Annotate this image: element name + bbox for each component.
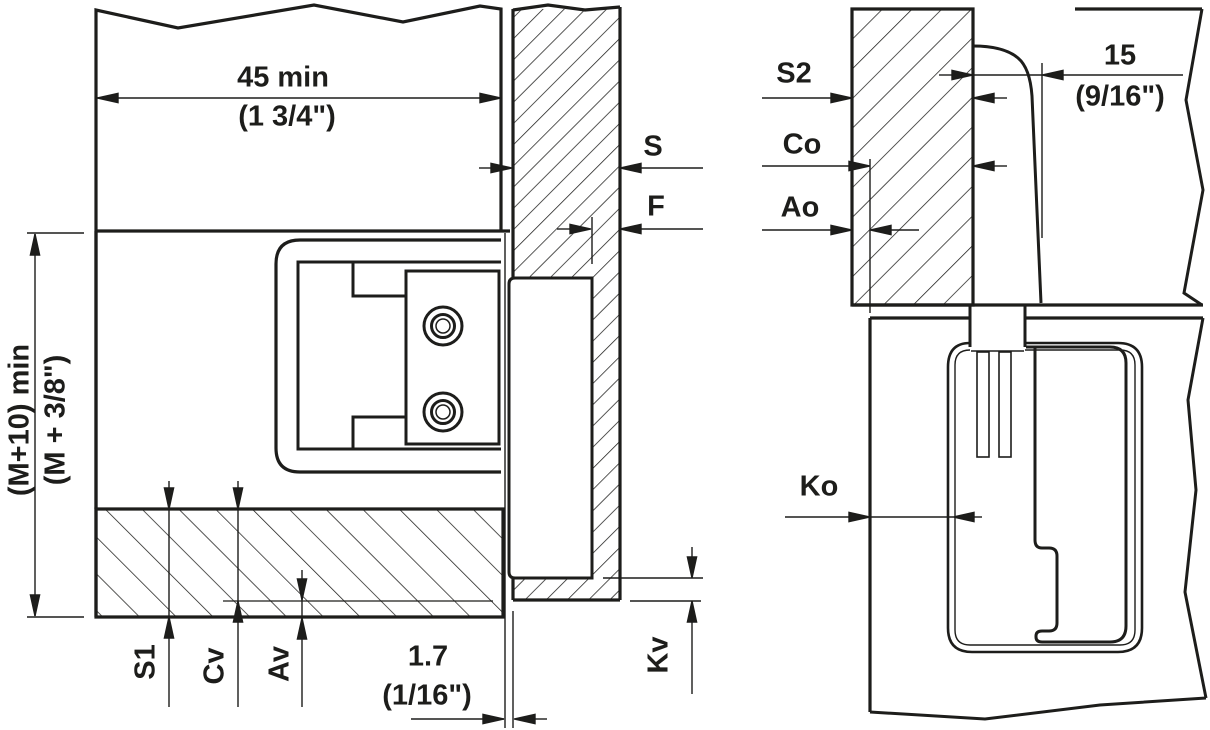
cup-pin-left — [976, 351, 990, 458]
cabinet-panel-outline — [94, 3, 503, 509]
lower-panel-break-right — [1183, 317, 1208, 699]
bottom-panel-outline — [94, 507, 505, 619]
label-kv: Kv — [642, 636, 675, 674]
label-gap-metric: 1.7 — [407, 640, 449, 673]
dim-m10 — [27, 232, 84, 618]
dim-s1 — [163, 481, 175, 707]
label-protrusion-imperial: (9/16") — [1075, 80, 1165, 113]
dim-45min — [96, 92, 502, 104]
cup-inner-outline — [954, 349, 1136, 646]
door-panel-hatch — [513, 9, 620, 600]
dim-f — [557, 217, 703, 264]
screw-top — [422, 305, 464, 347]
hinge-arm-inner — [296, 260, 501, 451]
screw-bottom — [422, 391, 464, 433]
label-gap-imperial: (1/16") — [382, 679, 472, 712]
mounting-plate — [404, 269, 501, 446]
label-ao: Ao — [780, 191, 820, 224]
hinge-arm-step-top — [351, 262, 406, 298]
side-section-view — [762, 7, 1208, 721]
dim-s — [479, 162, 703, 174]
dim-co — [762, 159, 1007, 313]
label-s2: S2 — [776, 57, 812, 90]
bottom-panel-hatch — [96, 509, 503, 617]
front-section-view — [27, 3, 703, 728]
label-height-metric: (M+10) min — [3, 343, 36, 497]
dim-ko — [785, 511, 982, 523]
dim-gap17 — [411, 233, 547, 728]
dim-ao — [762, 224, 919, 236]
hinge-cap-outline — [972, 44, 1043, 304]
label-width-metric: 45 min — [237, 61, 329, 94]
label-av: Av — [263, 646, 296, 682]
cup-pin-right — [998, 351, 1012, 458]
rear-panel-break-upper — [1182, 8, 1205, 307]
lower-panel-break-bottom — [869, 696, 1207, 721]
label-width-imperial: (1 3/4") — [238, 100, 336, 133]
cup-profile — [1026, 345, 1128, 644]
dim-av — [296, 570, 308, 707]
dim-s2 — [762, 92, 1007, 104]
side-door-hatch — [852, 9, 973, 305]
label-s1: S1 — [129, 644, 162, 680]
cup-outer-outline — [946, 341, 1144, 654]
label-ko: Ko — [799, 470, 839, 503]
dim-cv — [232, 481, 244, 707]
label-f: F — [647, 190, 665, 223]
hinge-arm-step-bottom — [351, 415, 406, 449]
label-height-imperial: (M + 3/8") — [39, 354, 72, 486]
counter-plate — [507, 276, 594, 580]
hinge-arm-outer — [274, 238, 501, 474]
label-co: Co — [782, 128, 822, 161]
label-cv: Cv — [198, 647, 231, 685]
label-protrusion-metric: 15 — [1103, 39, 1137, 72]
dim-15 — [939, 63, 1183, 238]
door-top-edge — [512, 3, 621, 12]
dim-kv — [603, 547, 703, 694]
label-s: S — [643, 130, 663, 163]
